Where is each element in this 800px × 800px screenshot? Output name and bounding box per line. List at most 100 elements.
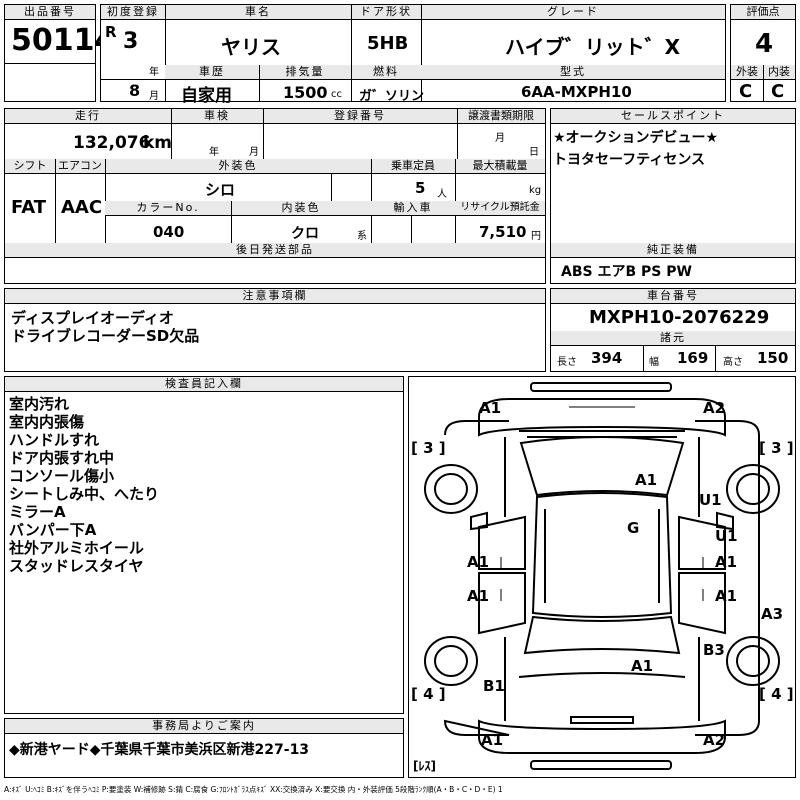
sales-points: ★オークションデビュー★ トヨタセーフティセンス	[553, 129, 718, 169]
inspector-note: バンパー下A	[9, 521, 97, 539]
reg-month-unit: 月	[149, 91, 159, 102]
inspector-note: 社外アルミホイール	[9, 539, 144, 557]
car-outline	[424, 382, 780, 770]
length-label: 長さ	[557, 357, 577, 368]
damage-front-right: A2	[703, 399, 726, 417]
reg-year-unit: 年	[149, 67, 159, 78]
damage-door-u1: U1	[715, 527, 738, 545]
displacement: 1500	[283, 83, 328, 102]
inspector-note: ハンドルすれ	[9, 431, 100, 449]
reg-era: R	[105, 23, 117, 41]
reg-no-header: 登録番号	[263, 109, 457, 124]
chassis-no: MXPH10-2076229	[589, 307, 770, 328]
damage-rear-bumper-left: A1	[481, 731, 504, 749]
width-label: 幅	[649, 357, 659, 368]
notes-header: 注意事項欄	[5, 289, 545, 304]
aircon: AAC	[61, 197, 103, 218]
note-line: ドライブレコーダーSD欠品	[11, 327, 200, 345]
shift-header: シフト	[5, 159, 55, 174]
damage-diagram: A1 A2 [ 3 ] [ 3 ] A1 U1 G U1 A1 A1 A1 A1…	[408, 376, 796, 778]
ext-color: シロ	[205, 181, 236, 199]
damage-fender-right: U1	[699, 491, 722, 509]
sales-point-line: ★オークションデビュー★	[553, 130, 719, 146]
int-color: クロ	[291, 226, 319, 242]
inspector-note: スタッドレスタイヤ	[9, 557, 144, 575]
lot-number-box: 出品番号 50114	[4, 4, 115, 102]
shift: FAT	[11, 197, 47, 218]
equipment: ABS エアB PS PW	[561, 264, 692, 280]
transfer-header: 譲渡書類期限	[457, 109, 545, 124]
inspector-note: シートしみ中、へたり	[9, 485, 160, 503]
lot-number-header: 出品番号	[5, 5, 95, 20]
history-header: 車歴	[165, 65, 259, 80]
score-header: 評価点	[731, 5, 795, 20]
lot-number: 50114	[11, 23, 116, 58]
damage-door-right-front: A1	[715, 553, 738, 571]
inspector-box: 検査員記入欄 室内汚れ 室内内張傷 ハンドルすれ ドア内張すれ中 コンソール傷小…	[4, 376, 404, 714]
displacement-header: 排気量	[259, 65, 351, 80]
model-code: 6AA-MXPH10	[521, 83, 632, 101]
sales-point-header: セールスポイント	[551, 109, 795, 124]
damage-rear-right: B3	[703, 641, 725, 659]
int-color-suffix: 系	[357, 231, 367, 242]
sales-point-box: セールスポイント ★オークションデビュー★ トヨタセーフティセンス 純正装備 A…	[550, 108, 796, 284]
damage-trunk: A1	[631, 657, 654, 675]
interior-header: 内装	[763, 65, 795, 80]
bracket-les: [ﾚｽ]	[413, 759, 436, 773]
history: 自家用	[181, 86, 232, 106]
inspector-notes: 室内汚れ 室内内張傷 ハンドルすれ ドア内張すれ中 コンソール傷小 シートしみ中…	[9, 395, 159, 575]
fuel: ガ゛ソリン	[359, 89, 425, 104]
notes-box: 注意事項欄 ディスプレイオーディオ ドライブレコーダーSD欠品	[4, 288, 546, 372]
reg-month: 8	[129, 81, 141, 100]
damage-door-left-rear: A1	[467, 587, 490, 605]
inspector-note: ドア内張すれ中	[9, 449, 115, 467]
capacity: 5	[415, 179, 426, 197]
bracket-top-left: [ 3 ]	[411, 439, 446, 457]
grade: ハイブ゛リット゛X	[505, 35, 681, 59]
int-color-header: 内装色	[231, 201, 371, 216]
recycle-fee: 7,510	[479, 223, 527, 241]
later-parts-header: 後日発送部品	[5, 243, 545, 258]
damage-front-left: A1	[479, 399, 502, 417]
car-name-header: 車名	[165, 5, 351, 20]
inspection-year-unit: 年	[209, 147, 219, 158]
color-no-header: カラーNo.	[105, 201, 231, 216]
mileage-unit: km	[143, 133, 173, 153]
inspection-header: 車検	[171, 109, 263, 124]
equipment-header: 純正装備	[551, 243, 795, 258]
office-box: 事務局よりご案内 ◆新港ヤード◆千葉県千葉市美浜区新港227-13	[4, 718, 404, 778]
bracket-bottom-left: [ 4 ]	[411, 685, 446, 703]
first-reg-header: 初度登録	[101, 5, 165, 20]
aircon-header: エアコン	[55, 159, 105, 174]
bracket-top-right: [ 3 ]	[759, 439, 794, 457]
inspector-note: コンソール傷小	[9, 467, 115, 485]
transfer-month-unit: 月	[495, 133, 505, 144]
inspector-note: 室内汚れ	[9, 395, 70, 413]
specs-header: 諸元	[551, 331, 795, 346]
damage-rear-left: B1	[483, 677, 505, 695]
door-header: ドア形状	[351, 5, 421, 20]
capacity-header: 乗車定員	[371, 159, 455, 174]
details-box: 走行 車検 登録番号 譲渡書類期限 132,076 km 年 月 月 日 シフト…	[4, 108, 546, 284]
chassis-box: 車台番号 MXPH10-2076229 諸元 長さ 394 幅 169 高さ 1…	[550, 288, 796, 372]
mileage-header: 走行	[5, 109, 171, 124]
width: 169	[677, 349, 709, 367]
damage-door-right-rear: A1	[715, 587, 738, 605]
damage-door-left-front: A1	[467, 553, 490, 571]
max-load-header: 最大積載量	[455, 159, 545, 174]
vehicle-info-box: 初度登録 車名 ドア形状 グレード R 3 年 8 月 ヤリス 5HB ハイブ゛…	[100, 4, 726, 106]
chassis-header: 車台番号	[551, 289, 795, 304]
height-label: 高さ	[723, 357, 743, 368]
transfer-day-unit: 日	[529, 147, 539, 158]
damage-rear-bumper-right: A2	[703, 731, 726, 749]
exterior-grade: C	[739, 81, 753, 102]
recycle-header: リサイクル預託金	[455, 201, 545, 216]
notes: ディスプレイオーディオ ドライブレコーダーSD欠品	[11, 309, 199, 345]
damage-hood: A1	[635, 471, 658, 489]
inspector-note: ミラーA	[9, 503, 66, 521]
max-load-unit: kg	[529, 185, 542, 196]
grade-header: グレード	[421, 5, 725, 20]
ext-color-header: 外装色	[105, 159, 371, 174]
damage-quarter-right: A3	[761, 605, 784, 623]
bracket-bottom-right: [ 4 ]	[759, 685, 794, 703]
